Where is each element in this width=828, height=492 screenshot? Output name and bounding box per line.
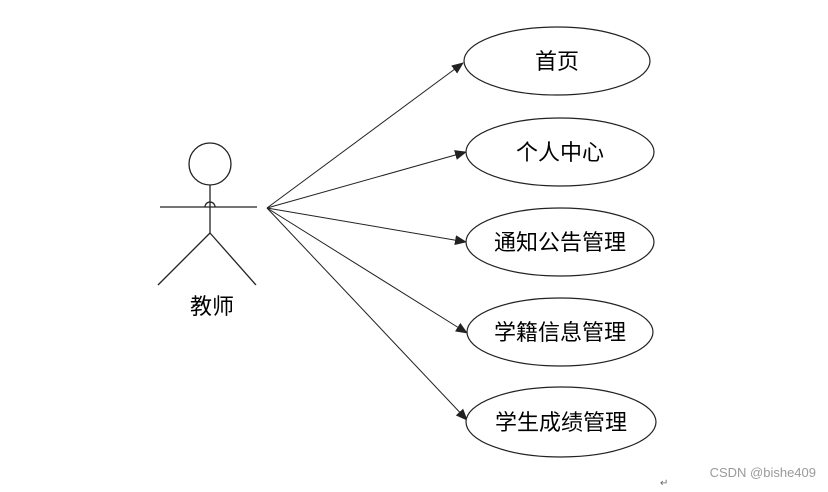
use-case-label: 首页 [535,50,579,75]
use-case-ellipse [465,117,655,187]
association-arrow-grade-management [266,207,468,421]
use-case-ellipse [463,26,651,96]
watermark-text: CSDN @bishe409 [709,465,816,480]
use-case-ellipse [465,386,657,458]
association-arrow-home [266,62,464,209]
use-case-personal-center: 个人中心 [465,117,655,187]
actor-left-leg [157,232,211,286]
use-case-notice-management: 通知公告管理 [465,207,655,277]
use-case-student-status-management: 学籍信息管理 [466,297,654,367]
use-case-grade-management: 学生成绩管理 [465,386,657,458]
association-arrow-notice-management [266,207,467,246]
paragraph-mark: ↵ [660,478,669,489]
actor-figure [157,142,257,286]
use-case-ellipse [465,207,655,277]
association-arrow-personal-center [266,150,467,209]
use-case-ellipse [466,297,654,367]
use-case-label: 学生成绩管理 [495,411,627,436]
use-case-label: 通知公告管理 [494,231,626,256]
associations [266,62,468,421]
use-case-label: 个人中心 [516,141,604,166]
actor-right-leg [209,232,257,286]
actor-head [188,142,232,186]
use-case-label: 学籍信息管理 [494,321,626,346]
actor-label: 教师 [190,295,234,320]
use-case-home: 首页 [463,26,651,96]
association-arrow-student-status-management [266,207,468,334]
